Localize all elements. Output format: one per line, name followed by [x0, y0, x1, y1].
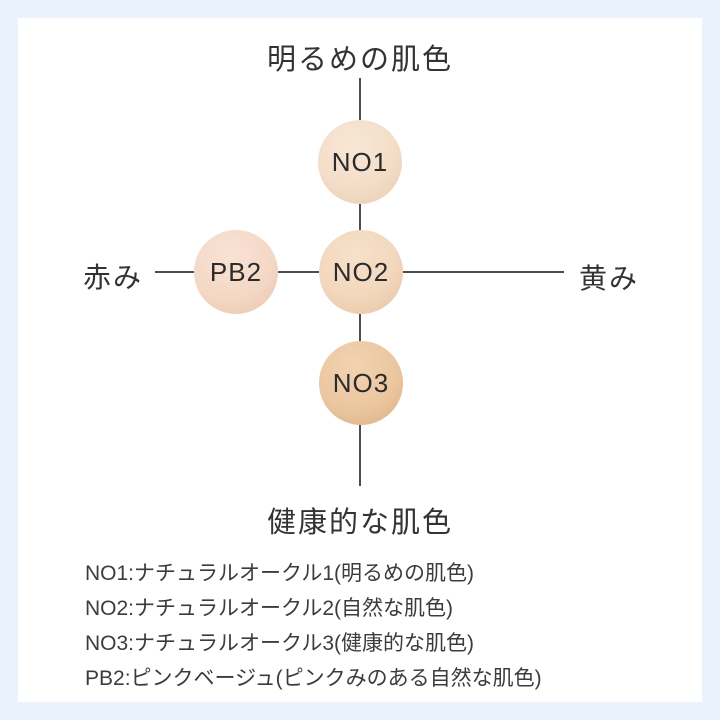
legend-item-no2: NO2:ナチュラルオークル2(自然な肌色)	[85, 597, 454, 620]
legend-item-no1: NO1:ナチュラルオークル1(明るめの肌色)	[85, 562, 475, 585]
shade-label-no3: NO3	[332, 367, 390, 398]
axis-label-healthy-skin: 健康的な肌色	[266, 507, 454, 539]
shade-circle-pb2: PB2	[194, 230, 278, 314]
axis-label-yellowness: 黄み	[579, 263, 640, 294]
axis-label-bright-skin: 明るめの肌色	[266, 44, 454, 76]
axis-label-redness: 赤み	[83, 262, 144, 293]
legend-item-pb2: PB2:ピンクベージュ(ピンクみのある自然な肌色)	[85, 667, 542, 690]
shade-label-no1: NO1	[331, 146, 389, 177]
shade-circle-no2: NO2	[319, 230, 403, 314]
shade-label-no2: NO2	[332, 256, 390, 287]
shade-circle-no1: NO1	[318, 120, 402, 204]
shade-circle-no3: NO3	[319, 341, 403, 425]
legend-item-no3: NO3:ナチュラルオークル3(健康的な肌色)	[85, 632, 475, 655]
shade-label-pb2: PB2	[209, 256, 263, 287]
legend: NO1:ナチュラルオークル1(明るめの肌色) NO2:ナチュラルオークル2(自然…	[85, 556, 542, 696]
